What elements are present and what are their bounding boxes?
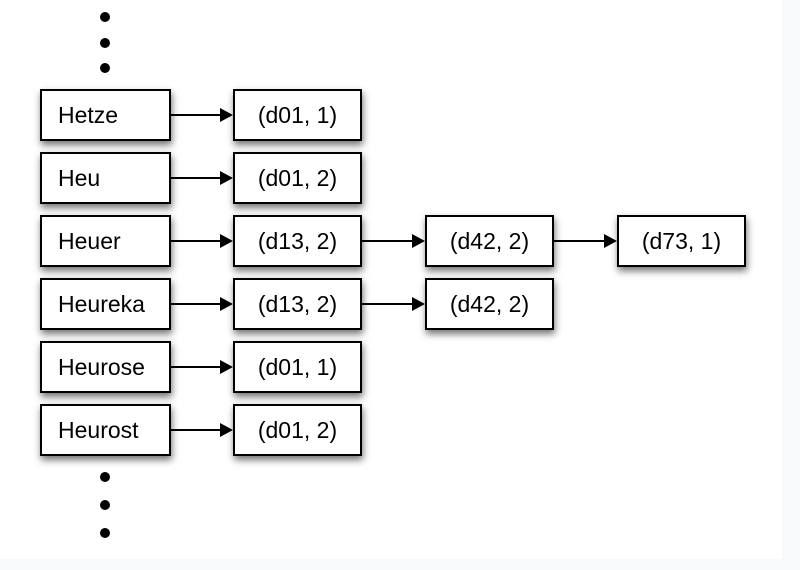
arrow-shaft [362, 240, 415, 242]
posting-box: (d01, 2) [233, 404, 362, 456]
arrow-right-icon [171, 423, 233, 437]
arrow-shaft [171, 240, 223, 242]
term-box: Heuer [40, 215, 171, 267]
posting-label: (d13, 2) [257, 227, 338, 254]
posting-label: (d01, 1) [257, 353, 338, 380]
index-row: Heu (d01, 2) [0, 152, 782, 204]
term-label: Heurose [58, 353, 145, 380]
posting-label: (d01, 2) [257, 416, 338, 443]
posting-label: (d13, 2) [257, 290, 338, 317]
arrow-head-icon [220, 171, 233, 185]
arrow-shaft [362, 303, 415, 305]
posting-box: (d42, 2) [425, 215, 554, 267]
term-label: Heu [58, 164, 101, 191]
term-label: Heureka [58, 290, 145, 317]
arrow-shaft [171, 303, 223, 305]
arrow-right-icon [554, 234, 617, 248]
term-box: Heureka [40, 278, 171, 330]
arrow-right-icon [171, 234, 233, 248]
ellipsis-top-dot-icon [100, 63, 110, 73]
ellipsis-bottom-dot-icon [100, 500, 110, 510]
arrow-right-icon [362, 234, 425, 248]
arrow-head-icon [220, 360, 233, 374]
arrow-right-icon [171, 360, 233, 374]
posting-label: (d42, 2) [449, 227, 530, 254]
term-box: Heurose [40, 341, 171, 393]
arrow-head-icon [604, 234, 617, 248]
arrow-right-icon [362, 297, 425, 311]
posting-box: (d01, 1) [233, 341, 362, 393]
arrow-shaft [554, 240, 607, 242]
posting-label: (d73, 1) [641, 227, 722, 254]
arrow-head-icon [412, 234, 425, 248]
term-label: Hetze [58, 101, 119, 128]
arrow-shaft [171, 366, 223, 368]
arrow-head-icon [220, 297, 233, 311]
term-label: Heuer [58, 227, 121, 254]
arrow-shaft [171, 177, 223, 179]
posting-box: (d01, 2) [233, 152, 362, 204]
arrow-right-icon [171, 108, 233, 122]
posting-label: (d42, 2) [449, 290, 530, 317]
posting-box: (d01, 1) [233, 89, 362, 141]
arrow-right-icon [171, 297, 233, 311]
arrow-shaft [171, 114, 223, 116]
ellipsis-bottom-dot-icon [100, 528, 110, 538]
ellipsis-top-dot-icon [100, 38, 110, 48]
arrow-shaft [171, 429, 223, 431]
posting-label: (d01, 1) [257, 101, 338, 128]
index-row: Heureka (d13, 2) (d42, 2) [0, 278, 782, 330]
slide-canvas: Hetze (d01, 1) Heu (d01, 2) Heuer [0, 12, 782, 538]
posting-box: (d73, 1) [617, 215, 746, 267]
arrow-head-icon [412, 297, 425, 311]
term-box: Hetze [40, 89, 171, 141]
term-box: Heu [40, 152, 171, 204]
ellipsis-top-dot-icon [100, 12, 110, 22]
arrow-head-icon [220, 234, 233, 248]
index-row: Heuer (d13, 2) (d42, 2) (d73, 1) [0, 215, 782, 267]
posting-box: (d13, 2) [233, 278, 362, 330]
posting-label: (d01, 2) [257, 164, 338, 191]
index-row: Heurost (d01, 2) [0, 404, 782, 456]
arrow-head-icon [220, 108, 233, 122]
index-row: Hetze (d01, 1) [0, 89, 782, 141]
ellipsis-bottom-dot-icon [100, 472, 110, 482]
arrow-head-icon [220, 423, 233, 437]
arrow-right-icon [171, 171, 233, 185]
posting-box: (d13, 2) [233, 215, 362, 267]
term-label: Heurost [58, 416, 139, 443]
term-box: Heurost [40, 404, 171, 456]
index-row: Heurose (d01, 1) [0, 341, 782, 393]
posting-box: (d42, 2) [425, 278, 554, 330]
